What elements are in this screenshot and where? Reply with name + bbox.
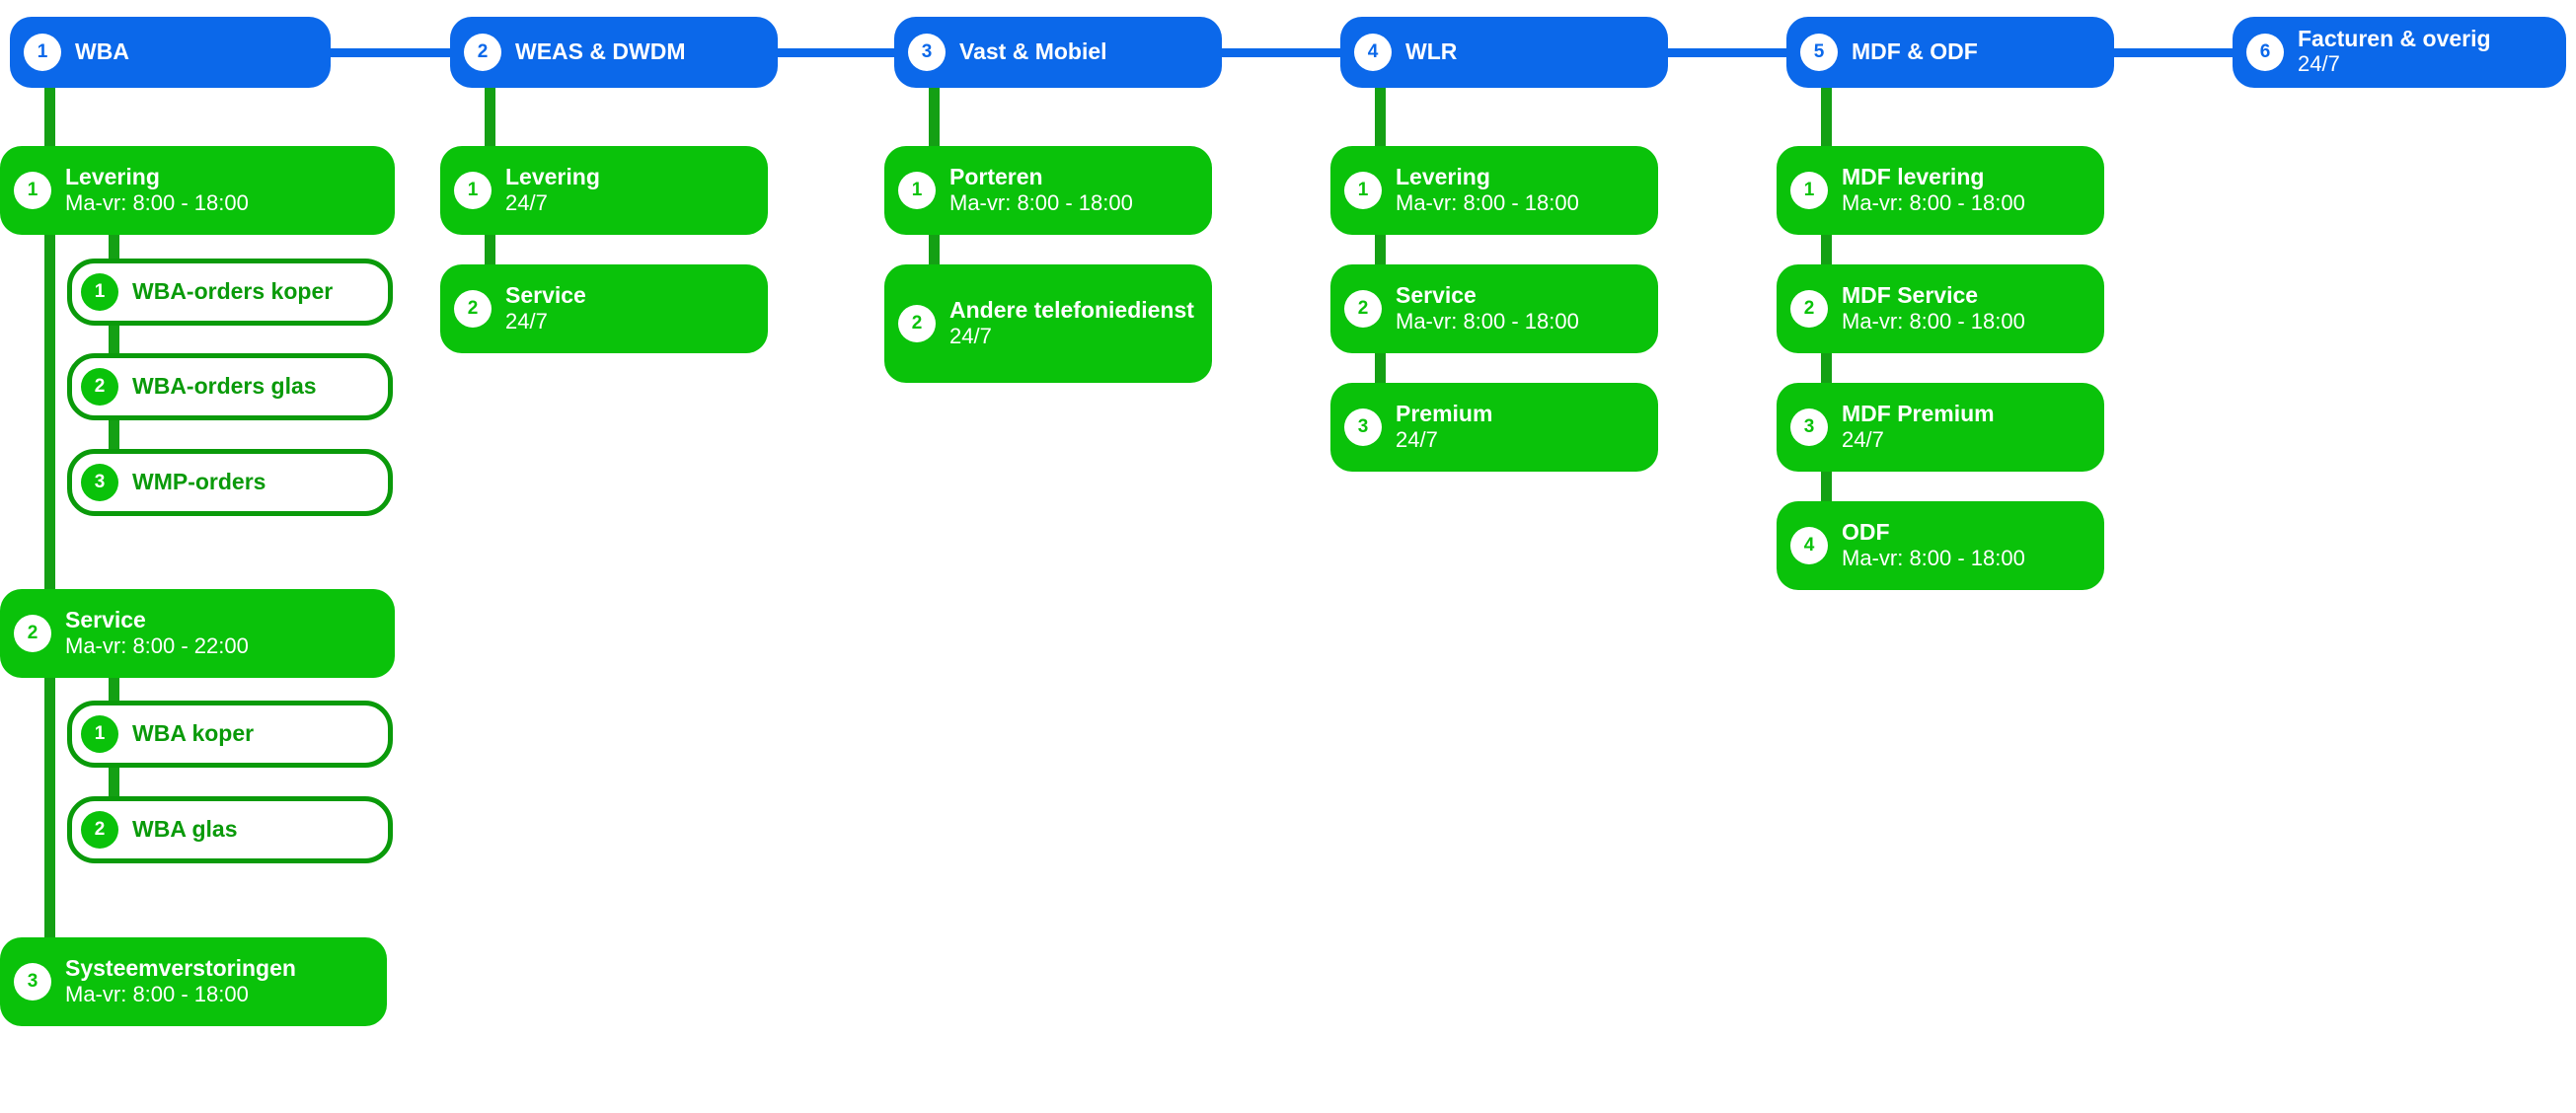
service-number-badge: 4: [1790, 527, 1828, 564]
service-number-badge: 2: [454, 290, 492, 328]
sub-service-title: WBA glas: [132, 816, 238, 843]
service-hours: Ma-vr: 8:00 - 18:00: [949, 190, 1133, 216]
sub-service-title: WBA koper: [132, 720, 255, 747]
service-hours: 24/7: [505, 309, 548, 334]
service-number-badge: 1: [14, 172, 51, 209]
sub-service-node[interactable]: 1 WBA koper: [67, 701, 393, 768]
service-hours: Ma-vr: 8:00 - 22:00: [65, 633, 249, 659]
connector-line-horizontal: [2114, 48, 2233, 57]
service-number-badge: 2: [1344, 290, 1382, 328]
category-number-badge: 5: [1800, 34, 1838, 71]
service-hours: 24/7: [1396, 427, 1438, 453]
sub-service-number-badge: 1: [81, 715, 118, 753]
service-hours: 24/7: [1842, 427, 1884, 453]
sub-service-number-badge: 1: [81, 273, 118, 311]
connector-line-horizontal: [1222, 48, 1340, 57]
category-number-badge: 2: [464, 34, 501, 71]
service-hours: Ma-vr: 8:00 - 18:00: [65, 982, 249, 1007]
sub-service-number-badge: 2: [81, 368, 118, 406]
service-title: MDF Premium: [1842, 401, 1995, 427]
category-title: WBA: [75, 38, 129, 65]
service-title: Andere telefoniedienst: [949, 297, 1194, 324]
category-number-badge: 6: [2246, 34, 2284, 71]
sub-service-node[interactable]: 1 WBA-orders koper: [67, 259, 393, 326]
service-number-badge: 2: [1790, 290, 1828, 328]
service-title: Service: [65, 607, 146, 633]
category-node-2[interactable]: 2 WEAS & DWDM: [450, 17, 778, 88]
category-number-badge: 4: [1354, 34, 1392, 71]
sub-service-title: WBA-orders glas: [132, 373, 317, 400]
category-title: WLR: [1405, 38, 1458, 65]
service-number-badge: 3: [1790, 408, 1828, 446]
service-hours: Ma-vr: 8:00 - 18:00: [1396, 190, 1579, 216]
category-node-4[interactable]: 4 WLR: [1340, 17, 1668, 88]
service-number-badge: 3: [14, 963, 51, 1001]
category-node-3[interactable]: 3 Vast & Mobiel: [894, 17, 1222, 88]
service-title: Porteren: [949, 164, 1043, 190]
service-number-badge: 1: [1790, 172, 1828, 209]
service-hours: Ma-vr: 8:00 - 18:00: [65, 190, 249, 216]
service-hours: Ma-vr: 8:00 - 18:00: [1842, 190, 2025, 216]
service-hours: Ma-vr: 8:00 - 18:00: [1842, 546, 2025, 571]
sub-service-title: WBA-orders koper: [132, 278, 334, 305]
service-title: ODF: [1842, 519, 1890, 546]
service-title: Levering: [65, 164, 160, 190]
category-hours: 24/7: [2298, 51, 2340, 77]
service-title: MDF levering: [1842, 164, 1985, 190]
connector-line-vertical-sub: [109, 227, 119, 469]
service-number-badge: 1: [898, 172, 936, 209]
sub-service-title: WMP-orders: [132, 469, 266, 495]
service-title: Service: [1396, 282, 1477, 309]
service-number-badge: 1: [1344, 172, 1382, 209]
connector-line-horizontal: [1668, 48, 1786, 57]
connector-line-horizontal: [331, 48, 450, 57]
category-title: Vast & Mobiel: [959, 38, 1107, 65]
service-title: Premium: [1396, 401, 1493, 427]
service-title: Levering: [1396, 164, 1490, 190]
category-title: MDF & ODF: [1852, 38, 1978, 65]
connector-line-vertical-main: [44, 80, 55, 957]
category-title: Facturen & overig: [2298, 26, 2491, 52]
category-number-badge: 3: [908, 34, 946, 71]
category-node-1[interactable]: 1 WBA: [10, 17, 331, 88]
service-number-badge: 2: [898, 305, 936, 342]
sub-service-node[interactable]: 2 WBA-orders glas: [67, 353, 393, 420]
service-hours: 24/7: [949, 324, 992, 349]
service-hours: Ma-vr: 8:00 - 18:00: [1842, 309, 2025, 334]
sub-service-node[interactable]: 2 WBA glas: [67, 796, 393, 863]
sub-service-number-badge: 2: [81, 811, 118, 849]
service-hours: Ma-vr: 8:00 - 18:00: [1396, 309, 1579, 334]
service-number-badge: 2: [14, 615, 51, 652]
category-number-badge: 1: [24, 34, 61, 71]
service-number-badge: 3: [1344, 408, 1382, 446]
service-title: MDF Service: [1842, 282, 1979, 309]
category-title: WEAS & DWDM: [515, 38, 686, 65]
category-node-5[interactable]: 5 MDF & ODF: [1786, 17, 2114, 88]
service-hours: 24/7: [505, 190, 548, 216]
service-title: Systeemverstoringen: [65, 955, 296, 982]
service-number-badge: 1: [454, 172, 492, 209]
service-title: Levering: [505, 164, 600, 190]
sub-service-number-badge: 3: [81, 464, 118, 501]
sub-service-node[interactable]: 3 WMP-orders: [67, 449, 393, 516]
service-title: Service: [505, 282, 586, 309]
connector-line-horizontal: [778, 48, 894, 57]
connector-line-vertical-main: [1375, 80, 1386, 403]
